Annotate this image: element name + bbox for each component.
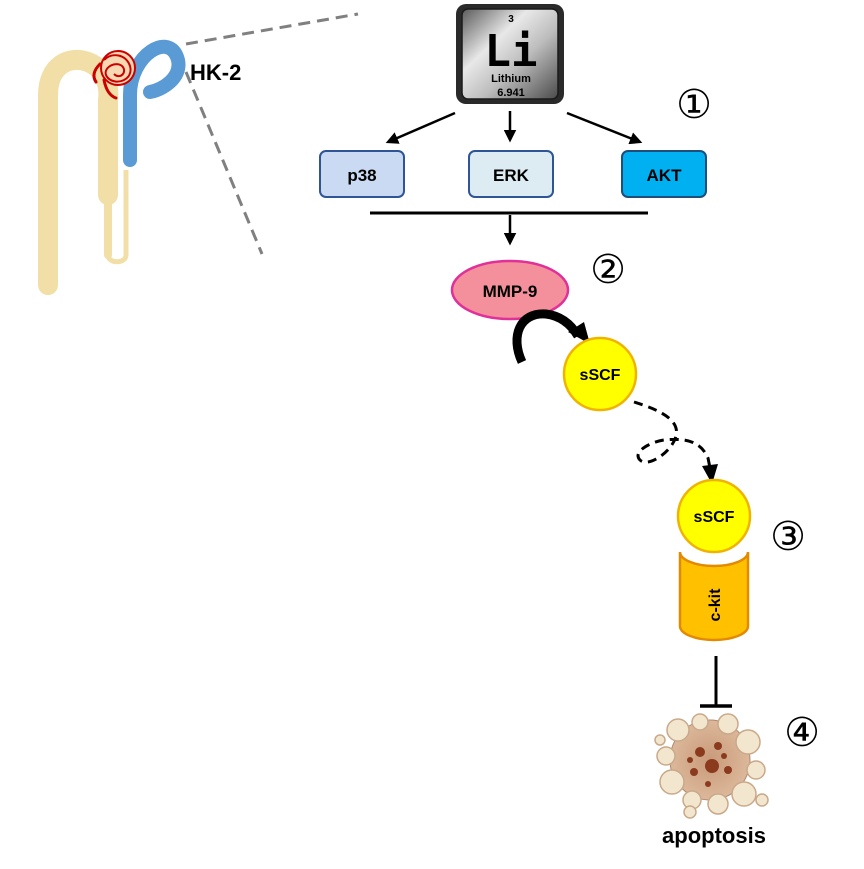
- migration-arrowhead: [702, 464, 718, 484]
- kinase-akt: AKT: [621, 150, 707, 198]
- element-name: Lithium: [491, 73, 531, 85]
- step-4-marker: ④: [784, 710, 820, 756]
- zoom-line-top: [185, 12, 359, 46]
- proximal-tubule: [38, 49, 119, 295]
- mmp9-label: MMP-9: [483, 282, 538, 301]
- mmp9-node: MMP-9: [450, 259, 570, 321]
- erk-box: [468, 150, 554, 198]
- akt-box: [621, 150, 707, 198]
- ckit-receptor: c-kit: [678, 551, 750, 642]
- atomic-mass: 6.941: [497, 87, 525, 99]
- migration-dashed-path: [633, 400, 712, 469]
- p38-box: [319, 150, 405, 198]
- akt-label: AKT: [647, 166, 683, 185]
- sscf-bound-label: sSCF: [694, 509, 735, 526]
- sscf-released-label: sSCF: [580, 367, 621, 384]
- mmp9-ellipse: [450, 259, 570, 321]
- kinase-p38: p38: [319, 150, 405, 198]
- arrow-li-to-akt: [566, 111, 643, 145]
- ckit-label: c-kit: [707, 588, 724, 622]
- apoptosis-label: apoptosis: [662, 823, 766, 848]
- erk-label: ERK: [493, 166, 530, 185]
- tile-face: [461, 8, 559, 100]
- sscf-released-circle: [562, 336, 638, 412]
- loop-of-henle: [105, 170, 129, 265]
- p38-label: p38: [347, 166, 376, 185]
- cleavage-arrowhead: [568, 322, 590, 344]
- sscf-bound-node: sSCF: [676, 478, 752, 554]
- step-1-marker: ①: [676, 82, 712, 128]
- glomerulus-icon: [92, 50, 136, 100]
- element-symbol: Li: [485, 26, 538, 77]
- kinase-erk: ERK: [468, 150, 554, 198]
- cell-line-label: HK-2: [190, 60, 241, 85]
- nephron-illustration: [38, 12, 359, 295]
- zoom-line-bottom: [184, 71, 264, 255]
- step-3-marker: ③: [770, 514, 806, 560]
- sscf-released-node: sSCF: [562, 336, 638, 412]
- lithium-element-tile: 3 Li Lithium 6.941: [456, 4, 564, 104]
- ckit-cylinder-top: [679, 551, 749, 567]
- cleavage-curved-arrow: [512, 309, 582, 364]
- apoptotic-cell-icon: [654, 713, 769, 819]
- distal-tubule: [123, 39, 186, 167]
- sscf-bound-circle: [676, 478, 752, 554]
- step-2-marker: ②: [590, 247, 626, 293]
- arrow-li-to-p38: [385, 111, 456, 144]
- atomic-number: 3: [508, 14, 514, 25]
